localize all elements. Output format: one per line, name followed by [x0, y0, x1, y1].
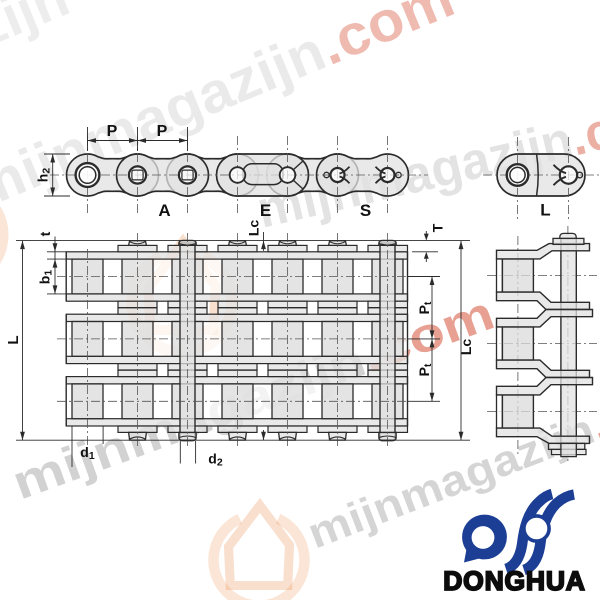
svg-text:Lc: Lc — [246, 220, 262, 237]
svg-text:P: P — [157, 123, 168, 140]
svg-text:L: L — [540, 201, 550, 220]
svg-text:L: L — [5, 335, 22, 344]
svg-text:d2: d2 — [208, 451, 223, 469]
svg-text:A: A — [158, 201, 170, 220]
svg-text:b1: b1 — [37, 270, 55, 285]
svg-text:S: S — [360, 201, 371, 220]
svg-text:T: T — [430, 223, 446, 232]
svg-text:Lc: Lc — [458, 339, 474, 356]
svg-text:E: E — [260, 201, 271, 220]
svg-text:P: P — [107, 123, 118, 140]
svg-text:zijn: zijn — [0, 0, 78, 60]
svg-text:DONGHUA: DONGHUA — [443, 566, 586, 596]
svg-text:t: t — [37, 231, 53, 236]
svg-text:Pt: Pt — [416, 301, 434, 314]
